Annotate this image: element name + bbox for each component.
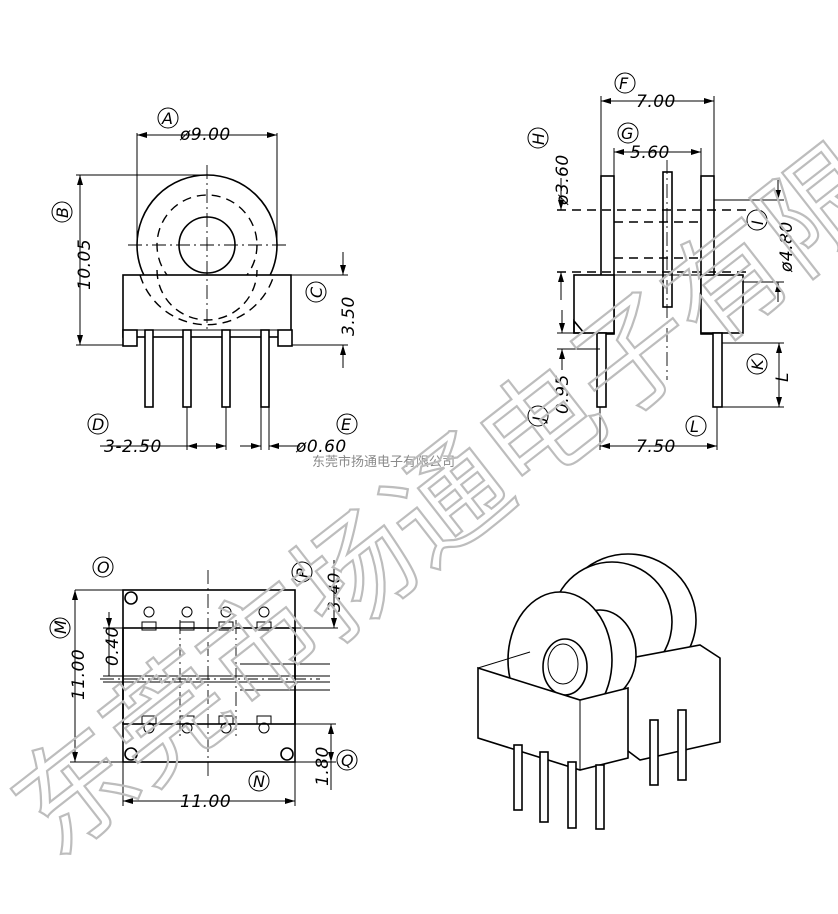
label-E: E (341, 415, 352, 434)
label-A: A (161, 109, 173, 128)
dim-M-value: 11.00 (69, 649, 89, 700)
label-N: N (253, 772, 265, 791)
label-B: B (53, 207, 72, 218)
dim-P-value: 3.40 (325, 572, 345, 612)
front-view: ø9.00 A 10.05 B 3.50 C 3-2.50 D (51, 107, 359, 457)
dim-N-value: 11.00 (180, 792, 231, 812)
label-O: O (97, 558, 110, 577)
dim-B-value: 10.05 (75, 239, 95, 290)
dim-A-value: ø9.00 (179, 125, 231, 145)
dim-G-value: 5.60 (630, 143, 670, 163)
dim-M2-value: 0.40 (103, 626, 123, 666)
label-H: H (529, 133, 548, 145)
pin (182, 329, 192, 408)
label-P: P (293, 568, 312, 578)
label-F: F (619, 74, 629, 93)
label-C: C (307, 286, 326, 298)
dim-D-value: 3-2.50 (104, 437, 162, 457)
label-K: K (748, 358, 767, 370)
label-D: D (92, 415, 104, 434)
dim-K-value: L (773, 372, 793, 382)
dim-F-value: 7.00 (636, 92, 676, 112)
dim-J-value: 0.95 (553, 374, 573, 414)
dim-I-value: ø4.80 (777, 221, 797, 273)
pin (260, 329, 270, 408)
label-I: I (748, 220, 767, 225)
dim-C-value: 3.50 (339, 296, 359, 336)
dim-Q-value: 1.80 (313, 746, 333, 786)
label-L: L (690, 417, 699, 436)
label-Q: Q (341, 751, 354, 770)
dim-H-value: ø3.60 (553, 154, 573, 206)
label-J: J (529, 416, 548, 424)
pin (144, 329, 154, 408)
isometric-view (477, 553, 721, 830)
side-view: 7.00 F 5.60 G ø3.60 H ø4.80 I (527, 72, 797, 457)
dim-L-value: 7.50 (636, 437, 676, 457)
watermark-small: 东莞市扬通电子有限公司 (312, 454, 455, 470)
bottom-view: O 3.40 P 11.00 M 0.40 11.00 N (49, 556, 358, 812)
label-M: M (51, 620, 70, 634)
dim-E-value: ø0.60 (295, 437, 347, 457)
pin (221, 329, 231, 408)
label-G: G (621, 124, 633, 143)
